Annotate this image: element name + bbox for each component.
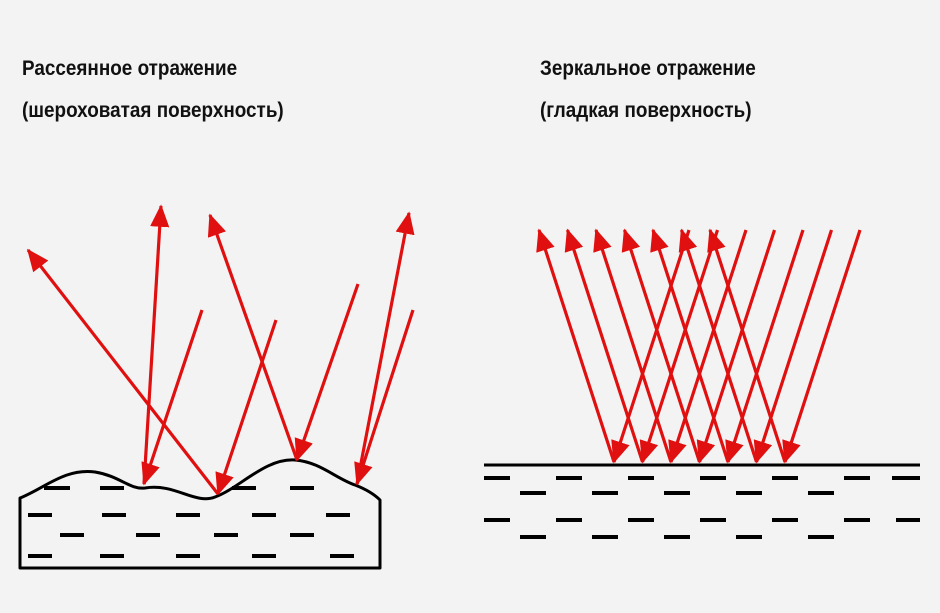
specular-incident-ray-6	[753, 229, 834, 464]
specular-incident-ray-1	[611, 229, 691, 464]
specular-reflected-ray-4	[621, 228, 702, 463]
rough-surface-texture	[28, 486, 354, 558]
diffuse-reflected-ray-3	[207, 213, 299, 461]
diffuse-title: Рассеянное отражение	[22, 57, 238, 80]
diffuse-incident-rays	[141, 283, 415, 496]
smooth-surface-texture	[484, 476, 920, 539]
specular-incident-ray-5	[725, 229, 805, 464]
specular-incident-ray-3	[668, 229, 748, 464]
diffuse-reflected-ray-4	[355, 211, 415, 485]
smooth-surface	[484, 463, 920, 539]
specular-reflected-ray-1	[536, 228, 616, 463]
rough-surface-outline	[18, 458, 382, 570]
specular-rays	[536, 228, 862, 464]
specular-incident-ray-2	[639, 229, 720, 464]
diffuse-incident-ray-3	[294, 283, 360, 462]
diffuse-incident-ray-2	[215, 319, 278, 496]
specular-reflected-ray-3	[593, 228, 673, 463]
specular-reflected-ray-5	[650, 228, 730, 463]
diffuse-incident-ray-1	[141, 309, 204, 486]
specular-subtitle: (гладкая поверхность)	[540, 99, 752, 122]
rough-surface	[18, 458, 382, 570]
diffuse-reflected-ray-1	[142, 204, 170, 485]
diffuse-subtitle: (шероховатая поверхность)	[22, 99, 284, 122]
specular-reflected-ray-2	[564, 228, 645, 463]
diffuse-reflected-rays	[26, 204, 415, 495]
specular-incident-ray-7	[782, 229, 862, 464]
diffuse-incident-ray-4	[354, 309, 415, 486]
specular-title: Зеркальное отражение	[540, 57, 756, 80]
specular-reflected-ray-7	[707, 228, 787, 463]
specular-reflected-ray-6	[678, 228, 759, 463]
specular-incident-ray-4	[696, 229, 777, 464]
diffuse-reflected-ray-2	[26, 248, 220, 495]
